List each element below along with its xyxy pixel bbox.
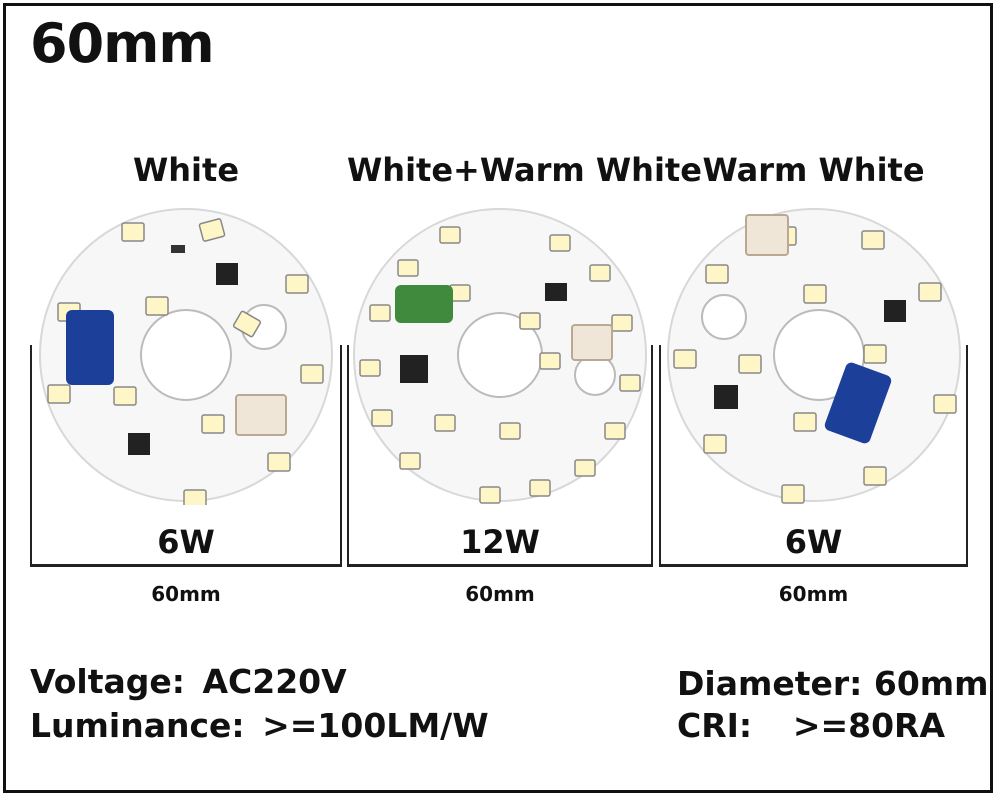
spec-cri: CRI: >=80RA	[677, 706, 957, 746]
spec-voltage: Voltage: AC220V	[30, 662, 347, 702]
wattage-warm-white: 6W	[784, 523, 843, 561]
spec-diameter-label: Diameter:	[677, 664, 863, 703]
spec-diameter-value: 60mm	[873, 664, 989, 703]
wattage-white: 6W	[157, 523, 215, 561]
spec-cri-value: >=80RA	[792, 706, 945, 745]
dimension-bracket	[347, 345, 653, 567]
panel-white: White	[30, 150, 342, 610]
led-board-white	[36, 205, 336, 509]
panel-warm-white: Warm White	[659, 150, 968, 610]
led-board-image	[667, 208, 961, 504]
spec-luminance: Luminance: >=100LM/W	[30, 706, 489, 746]
page-title: 60mm	[30, 12, 215, 75]
dimension-warm-white: 60mm	[778, 582, 849, 606]
panel-label-white-warm-white: White+Warm White	[347, 151, 702, 189]
wattage-white-warm-white: 12W	[460, 523, 540, 561]
spec-voltage-label: Voltage:	[30, 662, 185, 701]
dimension-white-warm-white: 60mm	[465, 582, 535, 606]
spec-luminance-value: >=100LM/W	[262, 706, 489, 745]
dimension-bracket	[659, 345, 968, 567]
outer-frame	[3, 3, 993, 793]
panel-label-white: White	[132, 151, 240, 189]
led-board-white-warm-white	[350, 205, 650, 509]
spec-diameter: Diameter: 60mm	[677, 664, 989, 704]
led-board-image	[353, 208, 647, 504]
dimension-bracket	[30, 345, 342, 567]
panel-white-warm-white: White+Warm White	[347, 150, 702, 610]
spec-cri-label: CRI:	[677, 706, 753, 745]
spec-luminance-label: Luminance:	[30, 706, 245, 745]
led-board-image	[39, 208, 333, 509]
spec-voltage-value: AC220V	[202, 662, 347, 701]
panel-label-warm-white: Warm White	[702, 151, 925, 189]
led-board-warm-white	[664, 205, 964, 509]
dimension-white: 60mm	[151, 582, 221, 606]
